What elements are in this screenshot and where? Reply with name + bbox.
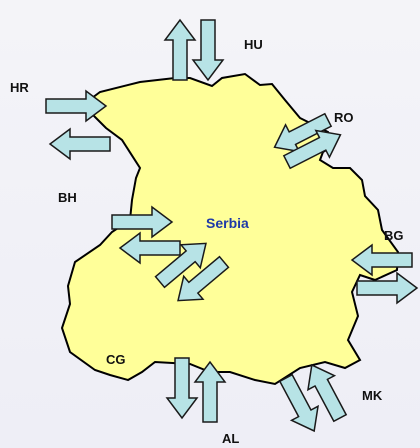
- arrow-mk-out: [278, 373, 319, 433]
- country-label: Serbia: [206, 215, 249, 231]
- neighbor-label-hu: HU: [244, 37, 263, 52]
- arrow-bg-in: [350, 243, 413, 277]
- arrow-hu-in: [191, 19, 225, 82]
- neighbor-label-bg: BG: [384, 228, 404, 243]
- arrow-ro-out: [282, 129, 342, 170]
- neighbor-label-hr: HR: [10, 80, 29, 95]
- arrow-center-down: [177, 255, 230, 302]
- arrow-center-up: [154, 242, 207, 289]
- neighbor-label-bh: BH: [58, 190, 77, 205]
- arrow-hr-in: [45, 89, 108, 123]
- arrow-bg-out: [356, 271, 419, 305]
- arrow-bh-out: [118, 231, 181, 265]
- arrow-mk-in: [307, 363, 348, 423]
- arrow-hu-out: [163, 18, 197, 81]
- arrow-bh-in: [111, 205, 174, 239]
- arrow-hr-out: [48, 127, 111, 161]
- arrow-al-out: [165, 357, 199, 420]
- neighbor-label-ro: RO: [334, 110, 354, 125]
- neighbor-label-cg: CG: [106, 352, 126, 367]
- arrow-ro-in: [273, 112, 333, 153]
- arrow-al-in: [193, 360, 227, 423]
- neighbor-label-mk: MK: [362, 388, 383, 403]
- neighbor-label-al: AL: [222, 431, 239, 446]
